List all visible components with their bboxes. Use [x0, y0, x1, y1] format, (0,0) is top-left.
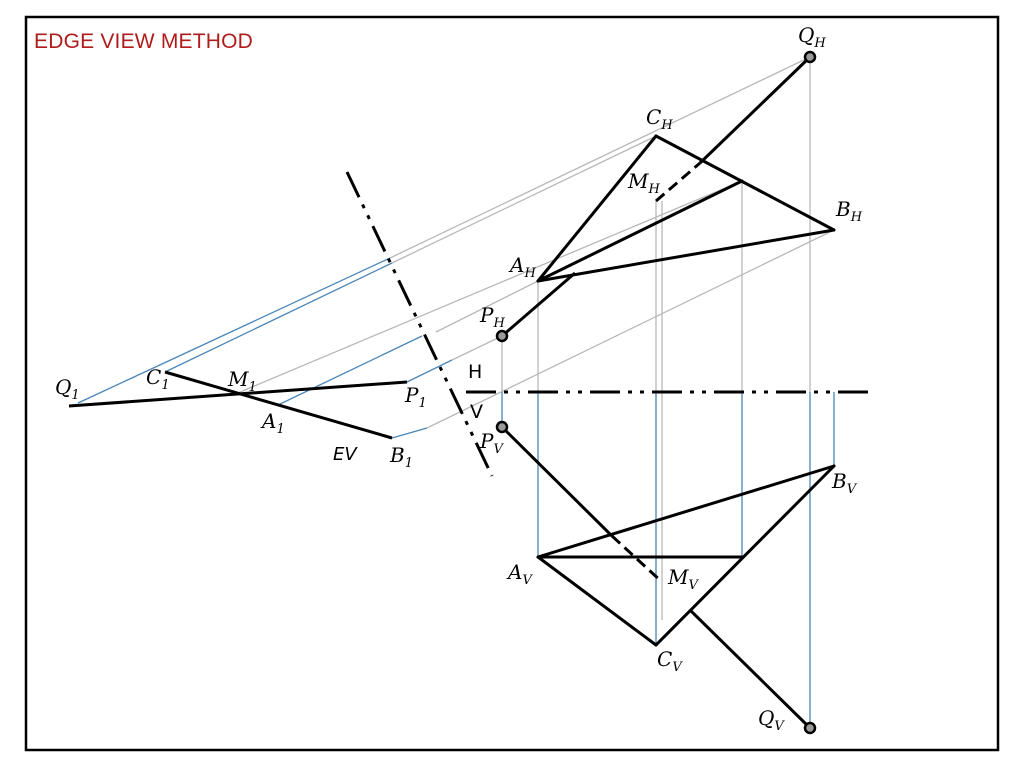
projector-q-aux	[389, 56, 811, 259]
projector-a-aux	[435, 280, 539, 333]
projector-b-aux	[426, 229, 835, 429]
projector-m-aux	[232, 180, 743, 396]
line-pq-top-visible	[501, 271, 576, 338]
label-b1: B1	[389, 443, 413, 471]
label-ch: CH	[646, 105, 673, 133]
aux-projector-p	[406, 359, 453, 383]
top-edge-ac	[536, 134, 658, 283]
point-markers	[495, 50, 817, 735]
fold-line-h1	[345, 171, 494, 477]
point-qh-marker	[803, 50, 817, 64]
aux-projector-a	[277, 335, 423, 406]
front-view-plane	[536, 464, 836, 647]
label-pv: PV	[479, 429, 504, 457]
label-a1: A1	[260, 409, 285, 437]
projector-p-aux	[451, 335, 503, 361]
blue-projectors	[77, 257, 835, 728]
line-pq-front-lower	[688, 608, 812, 730]
label-q1: Q1	[55, 375, 80, 403]
label-p1: P1	[404, 383, 427, 411]
label-bv: BV	[831, 469, 858, 497]
aux-projector-b	[391, 427, 428, 439]
label-bh: BH	[835, 197, 863, 225]
aux-line-pq	[68, 380, 408, 408]
line-pq-front-visible	[500, 425, 614, 538]
label-ph: PH	[479, 303, 505, 331]
label-av: AV	[506, 560, 533, 588]
aux-projector-q	[77, 257, 391, 404]
top-edge-ab	[536, 228, 836, 283]
line-pq-top-upper	[698, 55, 812, 165]
front-edge-ab	[536, 464, 836, 559]
label-m1: M1	[227, 367, 257, 395]
front-edge-ac	[536, 555, 658, 647]
top-line-am	[536, 179, 744, 283]
label-qh: QH	[798, 23, 826, 51]
label-c1: C1	[146, 365, 170, 393]
aux-projector-c	[164, 262, 393, 373]
point-pv-marker	[495, 420, 509, 434]
point-labels: QH CH MH BH AH PH PV BV AV MV CV QV Q1 C…	[55, 23, 863, 734]
frame-border	[24, 15, 1000, 752]
edge-view-label: EV	[333, 444, 358, 465]
fold-label-v: V	[470, 401, 483, 423]
line-pq-front-hidden	[610, 534, 664, 584]
label-mv: MV	[667, 565, 699, 593]
label-cv: CV	[657, 647, 683, 675]
top-view-plane	[536, 134, 836, 283]
label-ah: AH	[508, 253, 536, 281]
aux-edge-view-plane	[164, 370, 393, 440]
projector-c-aux	[391, 135, 657, 264]
gray-projectors	[232, 56, 835, 620]
fold-label-h: H	[468, 361, 482, 383]
label-mh: MH	[627, 169, 660, 197]
point-ph-marker	[495, 329, 509, 343]
top-edge-cb	[654, 134, 836, 232]
diagram-title: EDGE VIEW METHOD	[34, 30, 254, 53]
label-qv: QV	[758, 706, 785, 734]
line-pq-top-hidden-seg	[655, 161, 701, 203]
front-edge-cb	[654, 464, 836, 647]
point-qv-marker	[803, 721, 817, 735]
